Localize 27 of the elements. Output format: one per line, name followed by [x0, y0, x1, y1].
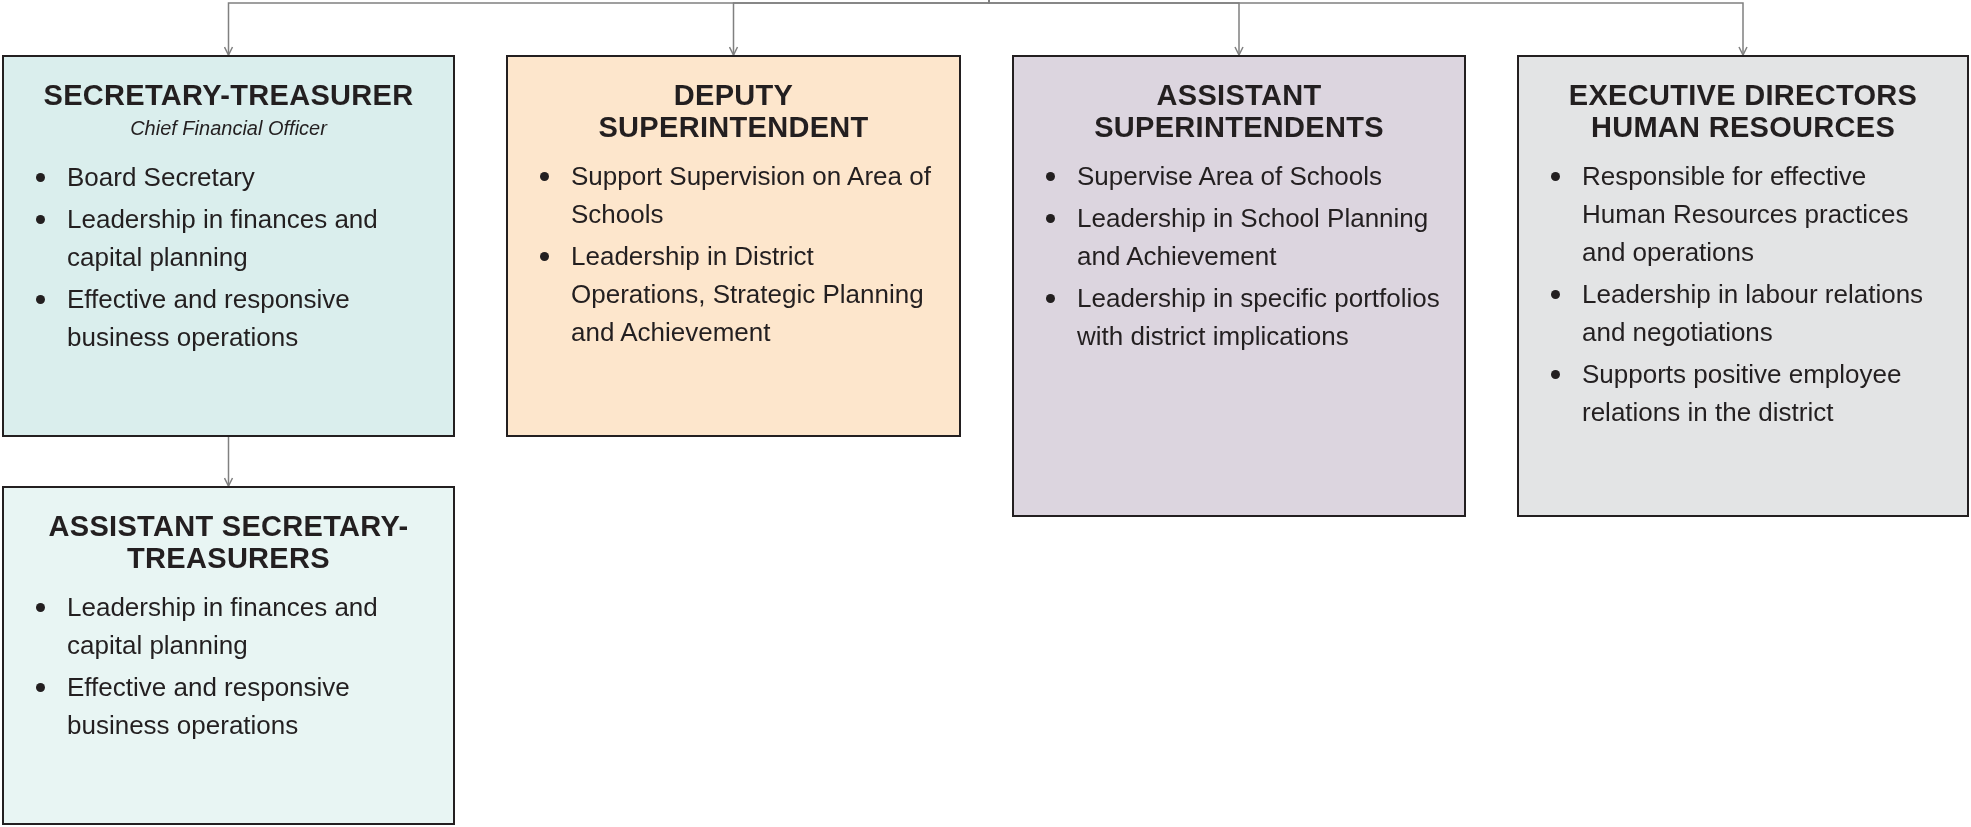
bullet-text: Leadership in labour relations and negotiations: [1582, 278, 1925, 349]
bullet-text: Supports positive employee relations in the district: [1582, 358, 1903, 429]
bullet-text: Responsible for effective Human Resources practices and operations: [1582, 160, 1910, 269]
role-title: SECRETARY-TREASURER: [42, 79, 415, 111]
role-box: [1012, 55, 1466, 517]
bullet-text: Support Supervision on Area of Schools: [571, 160, 932, 231]
role-box: [506, 55, 961, 437]
role-subtitle: Chief Financial Officer: [129, 117, 329, 140]
role-box: [1517, 55, 1969, 517]
bullet-text: Leadership in School Planning and Achievement: [1077, 202, 1430, 273]
bullet-text: Leadership in finances and capital planning: [67, 203, 379, 274]
role-title: DEPUTY SUPERINTENDENT: [597, 79, 870, 143]
role-box: [2, 55, 455, 437]
role-box: [2, 486, 455, 825]
bullet-text: Board Secretary: [67, 161, 256, 194]
bullet-text: Leadership in finances and capital planning: [67, 591, 379, 662]
connector-arrow: [728, 0, 990, 56]
role-title: ASSISTANT SECRETARY-TREASURERS: [47, 510, 410, 574]
bullet-text: Effective and responsive business operations: [67, 671, 351, 742]
role-title: EXECUTIVE DIRECTORS HUMAN RESOURCES: [1567, 79, 1919, 143]
connector-arrow: [223, 436, 234, 487]
bullet-text: Effective and responsive business operations: [67, 283, 351, 354]
connector-arrow: [988, 0, 1748, 56]
role-title: ASSISTANT SUPERINTENDENTS: [1093, 79, 1385, 143]
bullet-text: Leadership in District Operations, Strategic Planning and Achievement: [571, 240, 925, 349]
bullet-text: Leadership in specific portfolios with district implications: [1077, 282, 1441, 353]
bullet-text: Supervise Area of Schools: [1077, 160, 1383, 193]
